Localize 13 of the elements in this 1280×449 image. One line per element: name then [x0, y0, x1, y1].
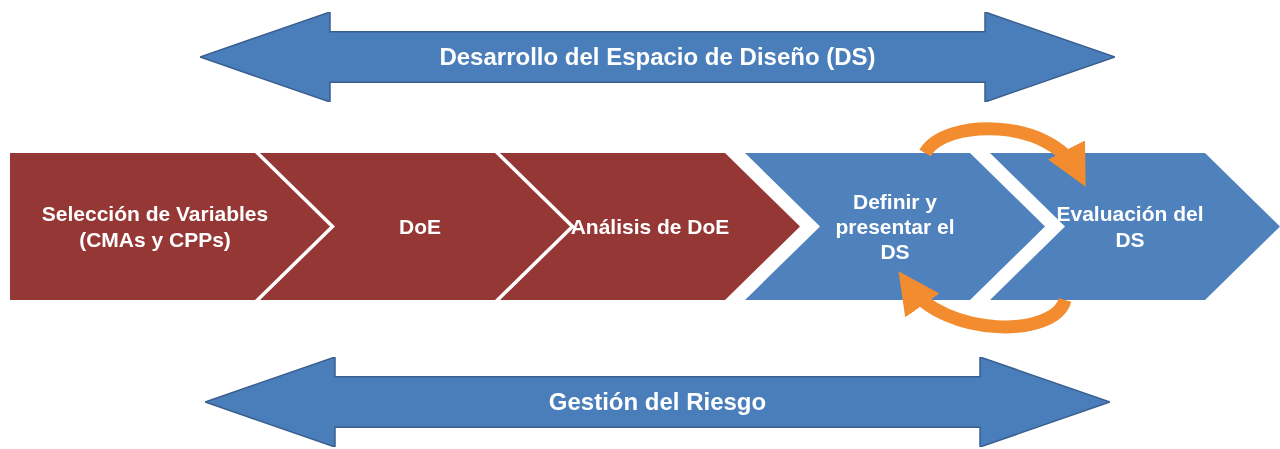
chevron-step: [745, 153, 1045, 300]
chevron-step: [10, 153, 330, 300]
double-arrow-band: [205, 357, 1110, 447]
band-label: Gestión del Riesgo: [548, 387, 767, 417]
double-arrow-band: [200, 12, 1115, 102]
step-label: Definir y presentar el DS: [834, 188, 956, 265]
step-label: Evaluación del DS: [1055, 201, 1205, 252]
step-label: Análisis de DoE: [570, 213, 730, 240]
chevron-step: [990, 153, 1280, 300]
step-label: Selección de Variables (CMAs y CPPs): [40, 201, 270, 252]
chevron-step: [500, 153, 800, 300]
step-label: DoE: [399, 213, 441, 240]
band-label: Desarrollo del Espacio de Diseño (DS): [439, 42, 876, 72]
